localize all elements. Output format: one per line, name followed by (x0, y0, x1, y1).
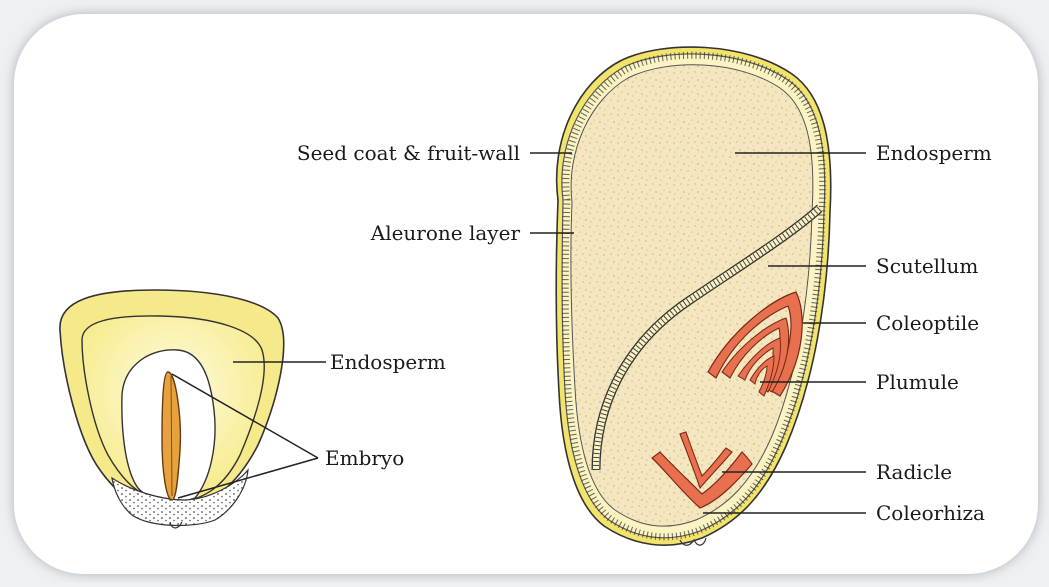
label-seed-coat: Seed coat & fruit-wall (180, 141, 520, 165)
label-scutellum: Scutellum (876, 254, 978, 278)
label-plumule: Plumule (876, 370, 959, 394)
label-coleoptile: Coleoptile (876, 311, 979, 335)
label-aleurone-layer: Aleurone layer (240, 221, 520, 245)
label-coleorhiza: Coleorhiza (876, 501, 985, 525)
label-embryo: Embryo (325, 446, 404, 470)
label-radicle: Radicle (876, 460, 952, 484)
label-endosperm-right: Endosperm (876, 141, 992, 165)
label-endosperm-left: Endosperm (330, 350, 446, 374)
